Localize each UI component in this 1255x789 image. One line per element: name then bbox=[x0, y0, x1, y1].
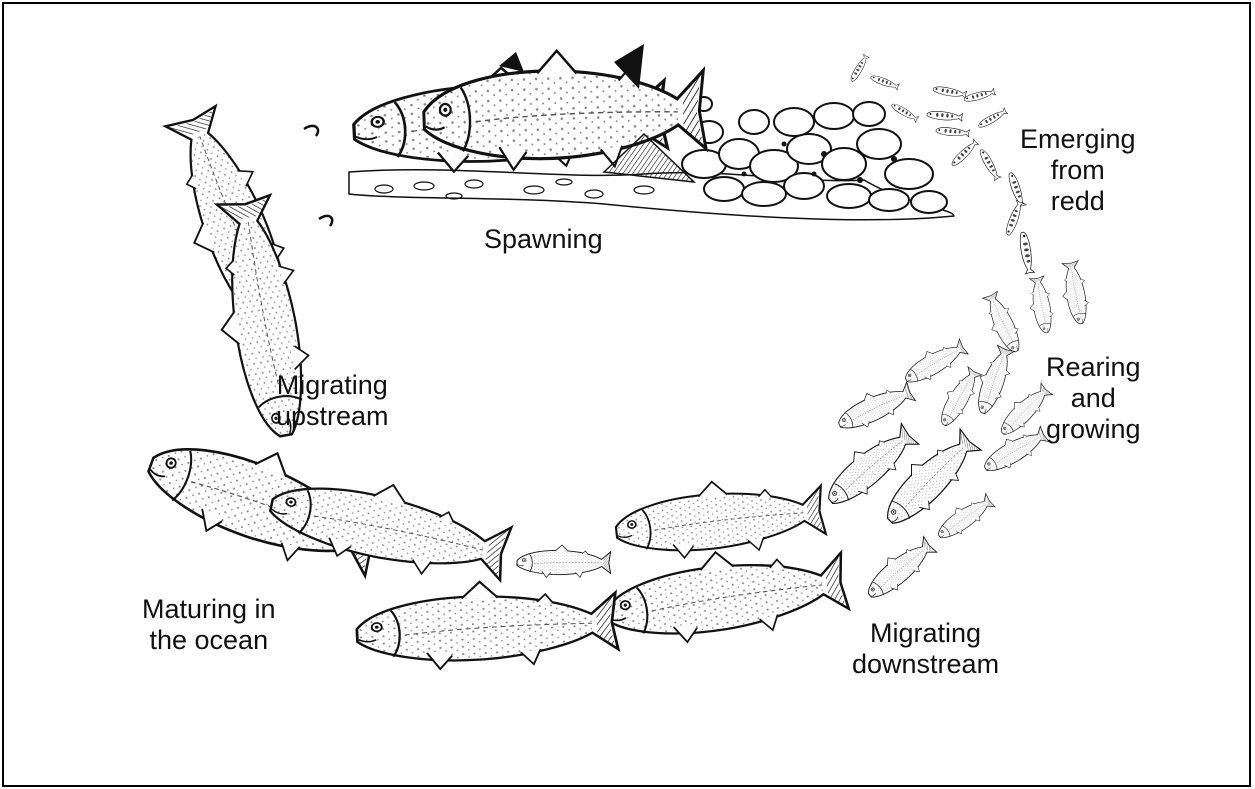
stage-text: the ocean bbox=[142, 625, 276, 656]
stage-text: Spawning bbox=[484, 224, 603, 255]
stage-text: Maturing in bbox=[142, 594, 276, 625]
rearing-label: Rearing and growing bbox=[1046, 352, 1141, 445]
stage-text: Rearing bbox=[1046, 352, 1141, 383]
stage-text: upstream bbox=[276, 401, 389, 432]
stage-text: growing bbox=[1046, 414, 1141, 445]
upstream-label: Migrating upstream bbox=[276, 370, 389, 432]
stage-text: from bbox=[1020, 155, 1136, 186]
spawning-salmon bbox=[351, 44, 706, 182]
stage-text: Emerging bbox=[1020, 124, 1136, 155]
stage-text: Migrating bbox=[276, 370, 389, 401]
emerging-label: Emerging from redd bbox=[1020, 124, 1136, 217]
ocean-label: Maturing in the ocean bbox=[142, 594, 276, 656]
emerging-fry bbox=[849, 54, 1035, 274]
stage-text: Migrating bbox=[852, 618, 999, 649]
stage-text: downstream bbox=[852, 649, 999, 680]
stage-text: and bbox=[1046, 383, 1141, 414]
stage-text: redd bbox=[1020, 186, 1136, 217]
spawning-label: Spawning bbox=[484, 224, 603, 255]
downstream-label: Migrating downstream bbox=[852, 618, 999, 680]
